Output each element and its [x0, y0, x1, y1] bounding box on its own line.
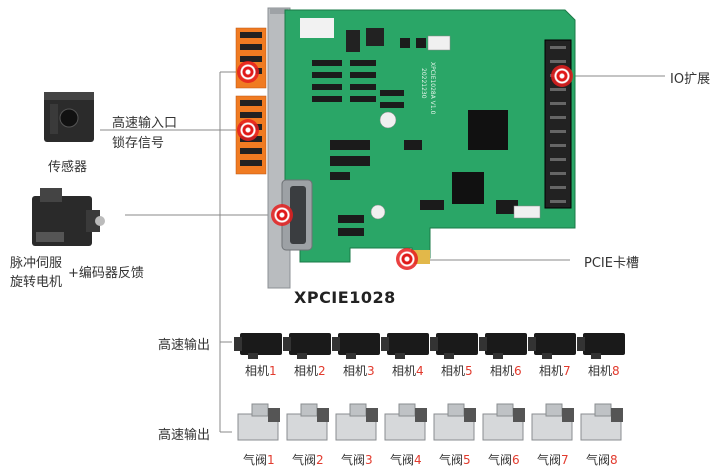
camera-icons	[234, 333, 625, 359]
servo-label-line1: 脉冲伺服	[10, 256, 63, 271]
valve-label-8: 气阀8	[586, 453, 618, 467]
camera-label-4: 相机4	[392, 364, 424, 378]
marker-pcie-fingers	[396, 248, 418, 270]
marker-io-header	[551, 65, 573, 87]
valve-icons	[237, 403, 623, 441]
sensor-label: 传感器	[48, 160, 88, 175]
valve-output-label: 高速输出	[158, 428, 211, 443]
camera-label-7: 相机7	[539, 364, 571, 378]
sensor-icon	[44, 92, 94, 142]
marker-input-connector-2	[237, 119, 259, 141]
valve-label-5: 气阀5	[439, 453, 471, 467]
valve-label-3: 气阀3	[341, 453, 373, 467]
board-silk-date: 20221230	[420, 68, 427, 99]
camera-label-6: 相机6	[490, 364, 522, 378]
high-speed-input-label: 高速输入口	[112, 116, 178, 131]
camera-label-5: 相机5	[441, 364, 473, 378]
valve-label-7: 气阀7	[537, 453, 569, 467]
board-silk-model: XPCIE1028A V1.0	[429, 62, 436, 115]
pcb-board: XPCIE1028A V1.0 20221230	[235, 9, 576, 264]
camera-label-1: 相机1	[245, 364, 277, 378]
camera-label-3: 相机3	[343, 364, 375, 378]
marker-input-connector-1	[237, 61, 259, 83]
valve-label-2: 气阀2	[292, 453, 324, 467]
connection-lines	[100, 71, 665, 433]
camera-output-label: 高速输出	[158, 338, 211, 353]
camera-label-8: 相机8	[588, 364, 620, 378]
valve-label-1: 气阀1	[243, 453, 275, 467]
latch-signal-label: 锁存信号	[112, 136, 165, 151]
marker-db-connector	[271, 204, 293, 226]
valve-label-6: 气阀6	[488, 453, 520, 467]
pcie-slot-label: PCIE卡槽	[584, 256, 639, 271]
product-title: XPCIE1028	[294, 288, 396, 307]
io-expansion-label: IO扩展	[670, 72, 711, 87]
valve-label-4: 气阀4	[390, 453, 422, 467]
servo-label-line2: 旋转电机	[10, 275, 63, 290]
camera-label-2: 相机2	[294, 364, 326, 378]
encoder-feedback-label: +编码器反馈	[68, 266, 144, 281]
servo-motor-icon	[32, 188, 105, 246]
